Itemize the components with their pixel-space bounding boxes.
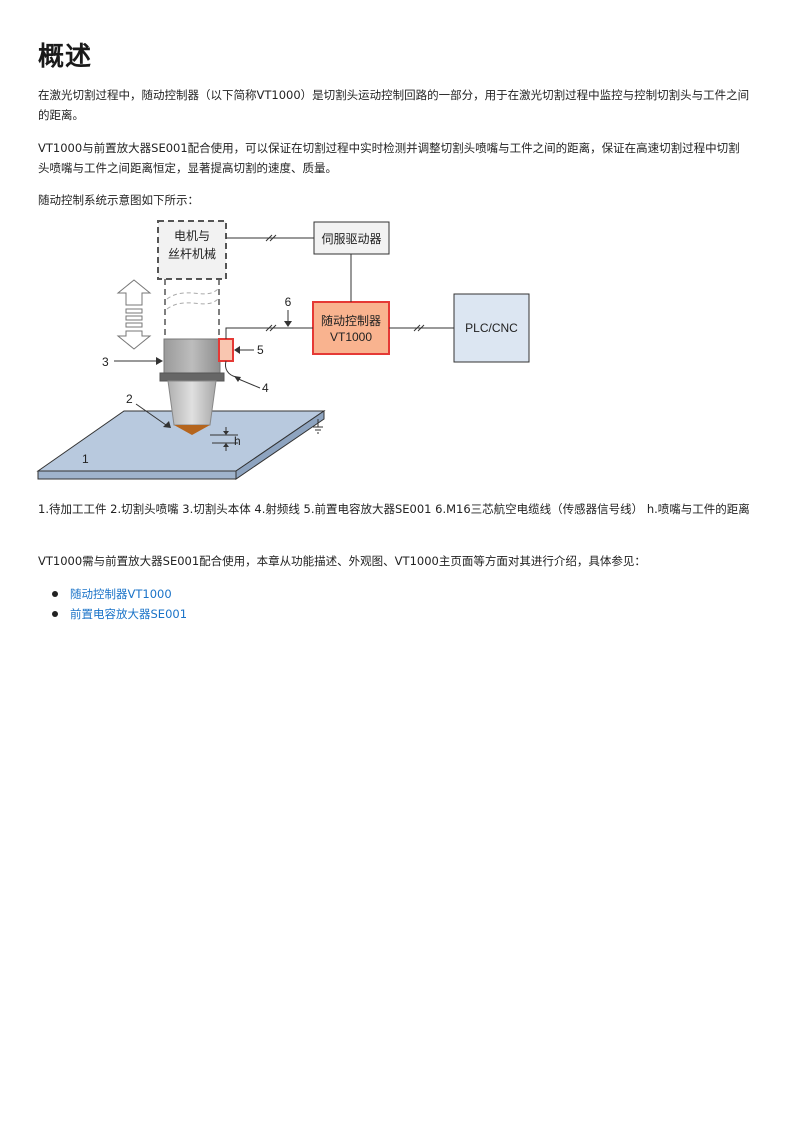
motor-label-line2: 丝杆机械 <box>168 246 216 261</box>
rf-line <box>225 360 237 378</box>
amplifier-box <box>218 338 234 362</box>
label-1: 1 <box>82 452 89 466</box>
label-3: 3 <box>102 355 109 369</box>
plc-label: PLC/CNC <box>465 321 518 335</box>
label-4: 4 <box>262 381 269 395</box>
motor-label-line1: 电机与 <box>174 229 210 243</box>
usage-paragraph: VT1000与前置放大器SE001配合使用，可以保证在切割过程中实时检测并调整切… <box>38 141 740 175</box>
link-vt1000[interactable]: 随动控制器VT1000 <box>70 587 172 601</box>
chapter-paragraph: VT1000需与前置放大器SE001配合使用，本章从功能描述、外观图、VT100… <box>38 554 646 568</box>
cutting-head-flange <box>159 372 225 382</box>
motor-box <box>157 220 227 280</box>
intro-paragraph: 在激光切割过程中，随动控制器（以下简称VT1000）是切割头运动控制回路的一部分… <box>38 88 750 122</box>
bullet-icon <box>52 611 58 617</box>
controller-label-line2: VT1000 <box>330 330 372 344</box>
plc-box <box>453 293 530 363</box>
page-title: 概述 <box>38 42 93 72</box>
label-2: 2 <box>126 392 133 406</box>
list-item: 随动控制器VT1000 <box>52 584 187 604</box>
list-item: 前置电容放大器SE001 <box>52 604 187 624</box>
diagram-intro-paragraph: 随动控制系统示意图如下所示： <box>38 193 199 207</box>
label-5: 5 <box>257 343 264 357</box>
servo-box <box>313 221 390 255</box>
bullet-icon <box>52 591 58 597</box>
controller-label-line1: 随动控制器 <box>321 313 381 328</box>
link-se001[interactable]: 前置电容放大器SE001 <box>70 607 188 621</box>
cutting-head-body <box>163 338 221 374</box>
ground-icon <box>313 419 323 434</box>
system-diagram: 电机与 丝杆机械 伺服驱动器 随动控制器 VT1000 PLC/CNC <box>36 220 530 480</box>
diagram-caption: 1.待加工工件 2.切割头喷嘴 3.切割头本体 4.射频线 5.前置电容放大器S… <box>38 502 750 516</box>
cutting-head-nozzle <box>167 380 217 426</box>
controller-box <box>312 301 390 355</box>
label-h: h <box>234 434 241 448</box>
label-6: 6 <box>285 295 292 309</box>
nozzle-tip <box>174 425 210 435</box>
workpiece <box>36 410 326 480</box>
link-list: 随动控制器VT1000 前置电容放大器SE001 <box>52 584 187 624</box>
servo-label: 伺服驱动器 <box>321 232 381 246</box>
up-down-arrow-icon <box>116 279 152 350</box>
